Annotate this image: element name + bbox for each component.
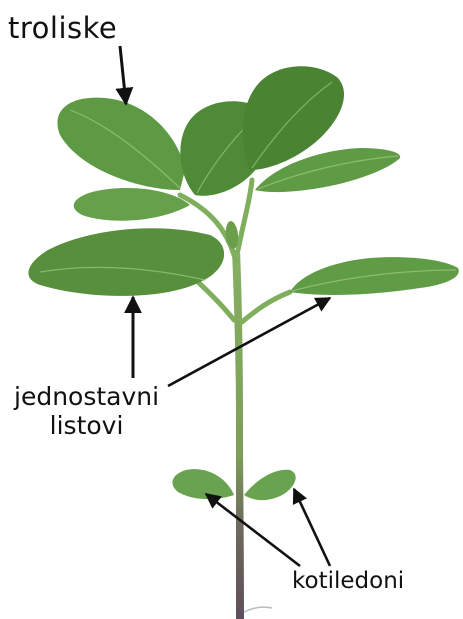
simple-leaf-left bbox=[28, 228, 224, 296]
arrow-trifoliate bbox=[120, 46, 126, 104]
cotyledon-left bbox=[172, 469, 234, 499]
petiole-left bbox=[198, 282, 234, 320]
trifoliate-leaflet-lower bbox=[74, 188, 190, 221]
root-hint bbox=[244, 607, 272, 612]
trifoliate-leaflet-left bbox=[57, 98, 185, 190]
petiole-right bbox=[242, 292, 290, 322]
petiole-upper-right bbox=[238, 180, 252, 250]
label-simple-leaves-line1: jednostavni bbox=[14, 383, 159, 412]
label-cotyledons: kotiledoni bbox=[292, 568, 404, 594]
arrow-cotyledon-right bbox=[294, 489, 330, 566]
main-stem bbox=[232, 250, 244, 619]
simple-leaf-right bbox=[290, 257, 459, 295]
label-trifoliate: troliske bbox=[8, 12, 117, 45]
trifoliate-leaf bbox=[57, 66, 400, 220]
cotyledon-right bbox=[244, 470, 296, 500]
label-simple-leaves: jednostavni listovi bbox=[14, 383, 159, 441]
arrow-cotyledon-left bbox=[206, 494, 300, 566]
label-simple-leaves-line2: listovi bbox=[14, 412, 159, 441]
arrow-simple-right bbox=[168, 298, 330, 386]
